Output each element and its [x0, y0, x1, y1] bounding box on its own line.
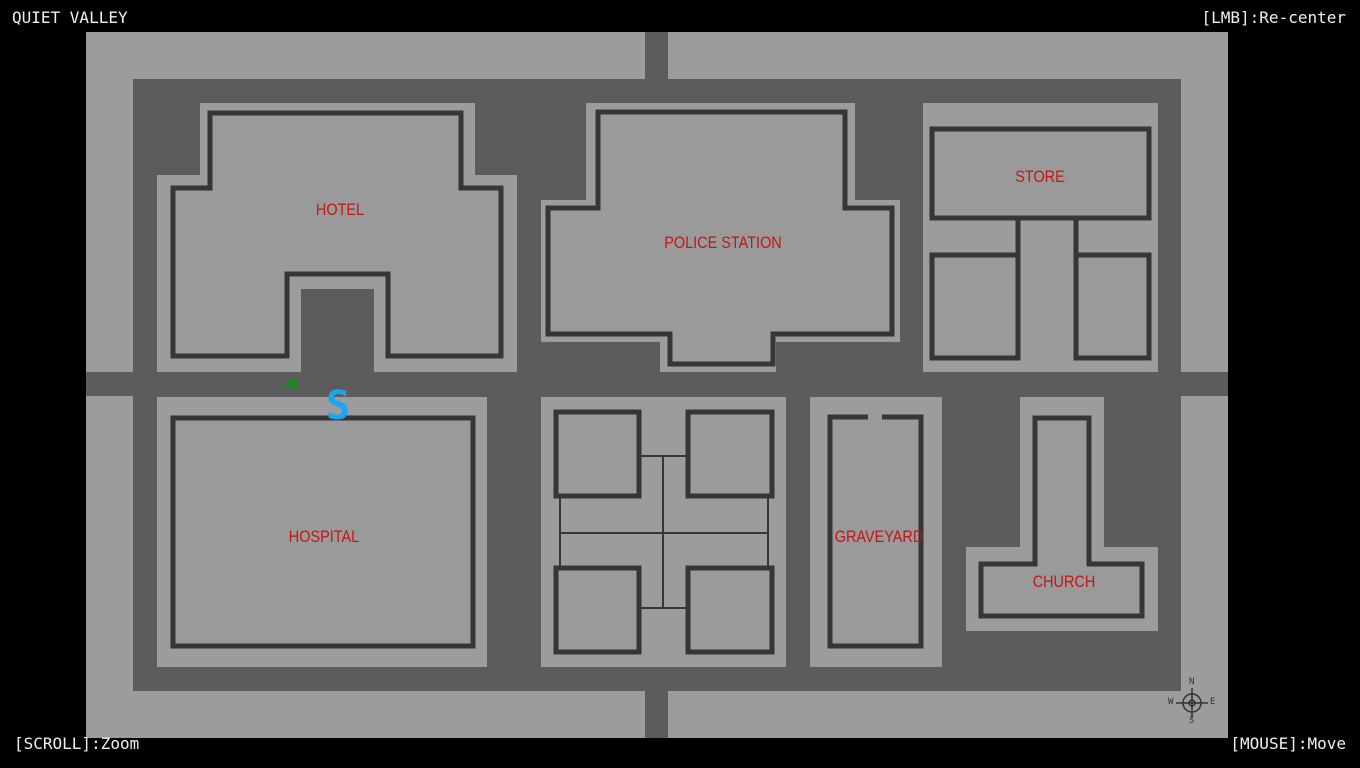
move-hint: [MOUSE]:Move — [1230, 734, 1346, 753]
hospital-building[interactable] — [170, 415, 476, 649]
police-station-building[interactable] — [545, 109, 895, 367]
label-hospital: HOSPITAL — [288, 527, 360, 546]
graveyard-gate — [868, 412, 882, 422]
complex-room-3 — [553, 565, 642, 655]
complex-room-1 — [553, 409, 642, 499]
store-room-right — [1073, 252, 1152, 361]
compass-w: W — [1168, 697, 1174, 707]
store-room-left — [929, 252, 1021, 361]
hotel-building[interactable] — [170, 110, 504, 359]
church-building[interactable] — [978, 415, 1145, 619]
save-point-marker[interactable]: S — [325, 383, 351, 429]
store-connectors — [1015, 218, 1079, 255]
label-hotel: HOTEL — [315, 200, 365, 219]
label-store: STORE — [1015, 167, 1065, 186]
zoom-hint: [SCROLL]:Zoom — [14, 734, 140, 753]
complex-room-2 — [685, 409, 775, 499]
map-title: QUIET VALLEY — [12, 8, 128, 27]
store-building[interactable] — [929, 126, 1152, 221]
label-police-station: POLICE STATION — [664, 233, 782, 252]
compass-icon — [1176, 688, 1208, 718]
recenter-hint: [LMB]:Re-center — [1201, 8, 1347, 27]
compass-n: N — [1189, 677, 1195, 687]
label-church: CHURCH — [1032, 572, 1096, 591]
complex-corridors — [559, 455, 769, 609]
compass-s: S — [1189, 716, 1195, 726]
player-icon — [282, 378, 298, 390]
label-graveyard: GRAVEYARD — [834, 527, 924, 546]
complex-room-4 — [685, 565, 775, 655]
compass-e: E — [1210, 697, 1216, 707]
